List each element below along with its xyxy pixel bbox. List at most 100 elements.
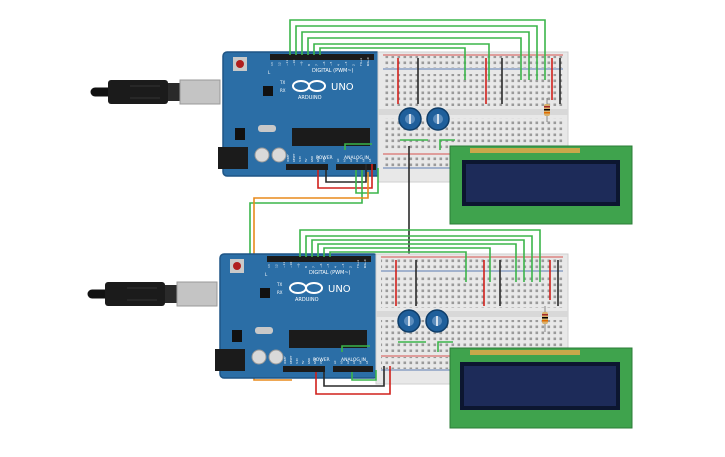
arduino-uno-board-top[interactable]: DIGITAL (PWM~) ARDUINO UNO TX RX L	[218, 51, 382, 177]
digital-pin-label: 2	[351, 64, 355, 66]
arduino-logo	[289, 282, 323, 294]
power-pin-label: Vin	[319, 360, 323, 364]
digital-pin-label: ~11	[285, 60, 289, 66]
uno-label: UNO	[328, 284, 351, 295]
digital-header-top	[270, 54, 374, 60]
digital-pin-label: TX→1	[359, 58, 363, 67]
atmega-chip	[289, 330, 367, 348]
arduino-brand: ARDUINO	[295, 297, 319, 303]
serial-link-wire[interactable]	[253, 172, 369, 381]
capacitor-1	[254, 147, 270, 163]
reset-button-cap[interactable]	[233, 262, 241, 270]
digital-pin-label: RX←0	[366, 57, 370, 66]
potentiometer-brightness-bottom[interactable]	[425, 309, 449, 333]
rx-label: RX	[280, 88, 286, 93]
potentiometer-contrast-top[interactable]	[398, 107, 422, 131]
power-jack[interactable]	[215, 349, 245, 371]
analog-in-label: ANALOG IN	[341, 357, 366, 363]
analog-in-label: ANALOG IN	[344, 155, 369, 161]
tx-label: TX	[279, 80, 285, 85]
analog-pin-label: A0	[333, 360, 337, 364]
digital-pin-label: 12	[277, 62, 281, 66]
power-pin-label: IOREF	[286, 154, 290, 162]
power-pin-label: RESET	[292, 153, 296, 162]
resistor-top[interactable]	[544, 98, 550, 122]
potentiometer-contrast-bottom[interactable]	[397, 309, 421, 333]
power-pin-label: IOREF	[283, 356, 287, 364]
analog-pin-label: A4	[359, 360, 363, 364]
icsp-header	[235, 128, 245, 140]
arduino-brand: ARDUINO	[298, 95, 322, 101]
power-pin-label: 5V	[301, 360, 305, 364]
rx-label: RX	[277, 290, 283, 295]
digital-label: DIGITAL (PWM~)	[312, 68, 354, 74]
digital-pin-label: RX←0	[363, 259, 367, 268]
digital-pin-label: TX→1	[356, 260, 360, 269]
l-label: L	[265, 272, 268, 277]
uno-label: UNO	[331, 82, 354, 93]
potentiometer-brightness-top[interactable]	[426, 107, 450, 131]
digital-pin-label: 13	[267, 264, 271, 268]
analog-pin-label: A1	[342, 158, 346, 162]
analog-pin-label: A2	[349, 158, 353, 162]
analog-pin-label: A5	[368, 158, 372, 162]
digital-pin-label: ~9	[300, 61, 304, 66]
icsp-header	[232, 330, 242, 342]
analog-pin-label: A0	[336, 158, 340, 162]
crystal	[258, 125, 276, 132]
usb-chip	[263, 86, 273, 96]
digital-pin-label: ~6	[322, 61, 326, 66]
digital-pin-label: ~9	[297, 263, 301, 268]
lcd-pins-top	[470, 148, 580, 153]
power-pin-label: GND	[313, 358, 317, 364]
analog-header-bottom	[333, 366, 373, 372]
power-pin-label: Vin	[322, 158, 326, 162]
digital-pin-label: ~3	[341, 263, 345, 268]
digital-pin-label: 2	[348, 266, 352, 268]
circuit-top: DIGITAL (PWM~) ARDUINO UNO TX RX L	[90, 19, 633, 373]
analog-pin-label: A2	[346, 360, 350, 364]
lcd-16x2-bottom[interactable]	[449, 347, 633, 429]
atmega-chip	[292, 128, 370, 146]
digital-pin-label: ~10	[292, 60, 296, 66]
power-label: POWER	[316, 155, 333, 161]
power-header-bottom	[283, 366, 325, 372]
digital-header-bottom	[267, 256, 371, 262]
arduino-uno-board-bottom[interactable]: DIGITAL (PWM~) ARDUINO UNO TX RX L POWER…	[215, 253, 379, 379]
usb-chip	[260, 288, 270, 298]
digital-pin-label: ~5	[326, 263, 330, 268]
usb-cable-top[interactable]	[90, 79, 221, 105]
power-pin-label: GND	[316, 156, 320, 162]
power-pin-label: RESET	[289, 355, 293, 364]
circuit-bottom: DIGITAL (PWM~) ARDUINO UNO TX RX L POWER…	[87, 229, 633, 429]
usb-cable-bottom[interactable]	[87, 281, 218, 307]
digital-pin-label: 7	[311, 266, 315, 268]
power-pin-label: 3.3V	[298, 156, 302, 162]
digital-pin-label: ~3	[344, 61, 348, 66]
digital-pin-label: ~10	[289, 262, 293, 268]
reset-button-cap[interactable]	[236, 60, 244, 68]
power-pin-label: 3.3V	[295, 358, 299, 364]
digital-pin-label: 8	[304, 266, 308, 268]
power-jack[interactable]	[218, 147, 248, 169]
capacitor-2	[271, 147, 287, 163]
power-pin-label: GND	[307, 358, 311, 364]
digital-pin-label: 12	[274, 264, 278, 268]
digital-pin-label: 7	[314, 64, 318, 66]
lcd-pins-bottom	[470, 350, 580, 355]
digital-pin-label: 4	[337, 64, 341, 66]
l-label: L	[268, 70, 271, 75]
wires-bottom[interactable]	[299, 229, 559, 395]
tx-label: TX	[276, 282, 282, 287]
lcd-16x2-top[interactable]	[449, 145, 633, 225]
resistor-bottom[interactable]	[542, 306, 548, 332]
analog-pin-label: A4	[362, 158, 366, 162]
crystal	[255, 327, 273, 334]
analog-pin-label: A3	[355, 158, 359, 162]
digital-pin-label: ~5	[329, 61, 333, 66]
digital-label: DIGITAL (PWM~)	[309, 270, 351, 276]
analog-pin-label: A5	[365, 360, 369, 364]
analog-header-top	[336, 164, 376, 170]
